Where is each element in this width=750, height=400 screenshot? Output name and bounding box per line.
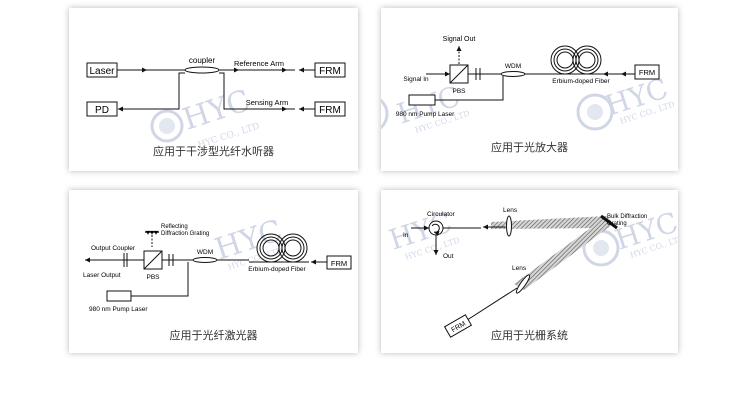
coupler-label: coupler [189, 56, 216, 65]
reflecting-grating: ▾▾▾ [145, 228, 159, 237]
reference-arm-label: Reference Arm [234, 59, 284, 68]
output-coupler-label: Output Coupler [91, 245, 136, 252]
fiber-coil [256, 233, 308, 263]
panel-caption: 应用于干涉型光纤水听器 [153, 145, 274, 158]
circulator [428, 220, 444, 236]
sensing-arm-label: Sensing Arm [246, 98, 289, 107]
coupler [184, 66, 220, 74]
fiber-label: Erbium-doped Fiber [552, 78, 610, 85]
wdm-label: WDM [505, 63, 521, 70]
signal-in-label: Signal In [403, 76, 429, 83]
panel-caption: 应用于光纤激光器 [169, 329, 258, 342]
panel-optical-amplifier: HYC HYC CO., LTD HYC HYC CO., LTD Signal… [381, 8, 678, 171]
panel-caption: 应用于光栅系统 [491, 329, 568, 342]
pd-box [86, 101, 118, 117]
panel-caption: 应用于光放大器 [491, 141, 568, 154]
grating-system-diagram: HYC HYC CO., LTD HYC HYC CO., LTD Circul… [385, 206, 678, 338]
laser-output-label: Laser Output [83, 272, 121, 279]
hydrophone-diagram: HYC HYC CO., LTD Laser PD FRM FRM couple… [86, 56, 346, 151]
fiber-label: Erbium-doped Fiber [248, 266, 306, 273]
lens-top [506, 215, 512, 237]
laser-label: Laser [89, 66, 115, 77]
watermark: HYC HYC CO., LTD [211, 213, 287, 272]
svg-text:▾▾▾: ▾▾▾ [146, 228, 158, 237]
frm-box [326, 255, 352, 270]
pump-label: 980 nm Pump Laser [89, 306, 148, 313]
lens-bottom-label: Lens [512, 265, 527, 272]
frm-bottom-label: FRM [319, 105, 341, 116]
pbs-label: PBS [146, 274, 160, 281]
lens-top-label: Lens [503, 207, 518, 214]
frm-box [634, 64, 660, 80]
frm-label: FRM [331, 259, 347, 268]
pbs-label: PBS [452, 88, 466, 95]
wdm [500, 71, 526, 77]
pump-label: 980 nm Pump Laser [396, 111, 455, 118]
amplifier-diagram: HYC HYC CO., LTD HYC HYC CO., LTD Signal… [381, 36, 676, 135]
pump-laser-box [408, 94, 436, 106]
bulk-grating [600, 214, 618, 230]
pump-laser-box [106, 290, 132, 302]
out-label: Out [443, 253, 454, 260]
pd-label: PD [95, 105, 109, 116]
lens-bottom [515, 274, 531, 294]
panel-grating-system: HYC HYC CO., LTD HYC HYC CO., LTD Circul… [381, 190, 678, 353]
wdm-label: WDM [197, 249, 213, 256]
panel-fiber-hydrophone: HYC HYC CO., LTD Laser PD FRM FRM couple… [69, 8, 358, 171]
in-label: In [403, 232, 409, 239]
fiber-coil [550, 45, 602, 75]
circulator-label: Circulator [427, 211, 456, 218]
wdm [192, 257, 218, 263]
beam-upper [491, 216, 609, 229]
beam-lower [514, 216, 613, 290]
frm-top-label: FRM [319, 66, 341, 77]
frm-label: FRM [639, 68, 655, 77]
signal-out-label: Signal Out [443, 36, 476, 43]
watermark: HYC HYC CO., LTD [150, 83, 261, 151]
